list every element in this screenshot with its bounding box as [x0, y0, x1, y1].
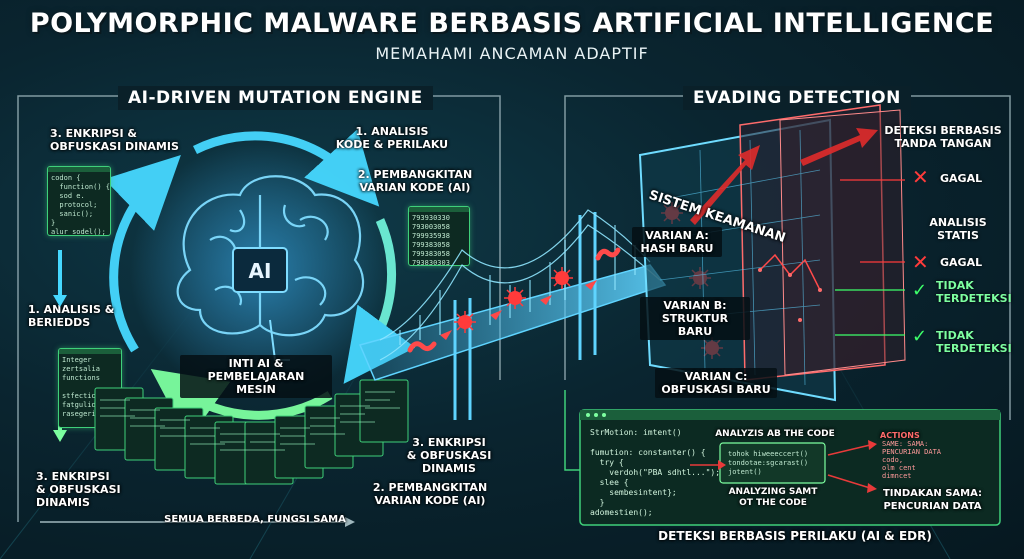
code-card-right-text: 793930330 793003058 799935938 799383058 …	[412, 214, 450, 266]
code-card-top-left-text: codon { function() { sod e. protocol; sa…	[51, 174, 111, 236]
check-2-result: GAGAL	[940, 256, 983, 269]
variant-a-label: VARIAN A: HASH BARU	[632, 227, 722, 257]
cycle-step-1: 1. ANALISIS KODE & PERILAKU	[335, 125, 449, 151]
side-step-2: 3. ENKRIPSI & OBFUSKASI DINAMIS	[36, 470, 121, 509]
footer-caption: SEMUA BERBEDA, FUNGSI SAMA	[164, 514, 346, 525]
bottom-step-3: 3. ENKRIPSI & OBFUSKASI DINAMIS	[406, 436, 492, 475]
actions-summary: TINDAKAN SAMA: PENCURIAN DATA	[882, 488, 983, 512]
actions-text: SAME: SAMA: PENCURIAN DATA codo, olm cen…	[882, 440, 942, 480]
variant-b-label: VARIAN B: STRUKTUR BARU	[640, 297, 750, 340]
check-4-result: TIDAK TERDETEKSI	[936, 329, 1012, 355]
behavior-box-title: DETEKSI BERBASIS PERILAKU (AI & EDR)	[658, 529, 932, 543]
main-title: POLYMORPHIC MALWARE BERBASIS ARTIFICIAL …	[29, 8, 995, 39]
bottom-step-2: 2. PEMBANGKITAN VARIAN KODE (AI)	[372, 481, 488, 507]
check-1-result: GAGAL	[940, 172, 983, 185]
fail-x-icon-2: ✕	[912, 250, 929, 274]
code-card-top-left: codon { function() { sod e. protocol; sa…	[47, 166, 111, 236]
subtitle: MEMAHAMI ANCAMAN ADAPTIF	[375, 44, 649, 63]
side-step-1: 1. ANALISIS & BERIEDDS	[28, 303, 115, 329]
variant-c-label: VARIAN C: OBFUSKASI BARU	[655, 368, 777, 398]
pass-check-icon-1: ✓	[912, 280, 928, 301]
check-3-result: TIDAK TERDETEKSI	[936, 279, 1012, 305]
right-panel-title: EVADING DETECTION	[683, 86, 911, 110]
check-2-name: ANALISIS STATIS	[929, 216, 987, 242]
actions-header: ACTIONS	[880, 431, 920, 440]
check-1-name: DETEKSI BERBASIS TANDA TANGAN	[884, 124, 1002, 150]
analysis-caption: ANALYZING SAMT OT THE CODE	[728, 487, 818, 508]
cycle-step-3: 3. ENKRIPSI & OBFUSKASI DINAMIS	[50, 127, 179, 153]
brain-ai-text: AI	[249, 259, 272, 283]
fail-x-icon-1: ✕	[912, 165, 929, 189]
mutation-cycle: AI	[104, 129, 416, 430]
code-card-right: 793930330 793003058 799935938 799383058 …	[408, 206, 470, 266]
cycle-step-2: 2. PEMBANGKITAN VARIAN KODE (AI)	[357, 168, 473, 194]
behavior-code: StrMotion: imtent() fumution: constanter…	[590, 428, 721, 517]
core-label: INTI AI & PEMBELAJARAN MESIN	[180, 355, 332, 398]
analysis-inner-code: tohok hiweeeccert() tondotae:sgcarast() …	[728, 450, 809, 476]
pass-check-icon-2: ✓	[912, 326, 928, 347]
left-panel-title: AI-DRIVEN MUTATION ENGINE	[118, 86, 433, 110]
variant-card-stack	[94, 379, 409, 485]
code-card-mid-left-text: Integer zertsalia functions stfection; f…	[62, 356, 109, 418]
analysis-header: ANALYZIS AB THE CODE	[715, 429, 835, 439]
